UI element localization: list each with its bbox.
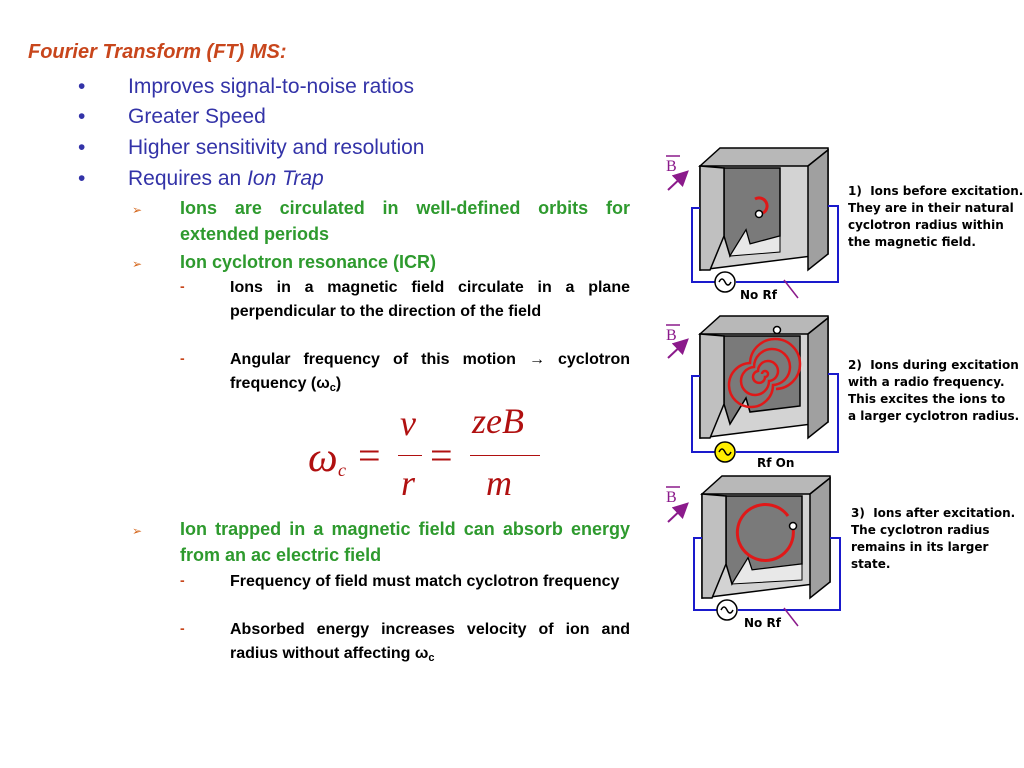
icr-panel-1: B	[666, 147, 839, 299]
equation-omega-sub: c	[338, 460, 346, 480]
omega-subscript: c	[329, 382, 336, 394]
rf-label-2: Rf On	[757, 456, 795, 470]
arrow-bullet-icon: ➢	[132, 203, 143, 217]
equation-numerator-v: v	[400, 403, 416, 443]
panel-caption-3: 3) Ions after excitation. The cyclotron …	[851, 506, 1016, 571]
callout-line	[783, 279, 799, 299]
icr-panel-3: B	[666, 475, 841, 627]
callout-line	[783, 607, 799, 627]
bullet-item: • Greater Speed	[0, 102, 600, 132]
fraction-bar	[398, 455, 422, 456]
equation-numerator-zeb: zeB	[472, 401, 524, 441]
circuit-wire	[691, 207, 718, 283]
dash-bullet-icon: -	[180, 278, 185, 294]
b-field-arrow-icon	[667, 338, 689, 359]
ion	[754, 209, 764, 219]
dash-bullet-icon: -	[180, 620, 185, 636]
bullet-item: • Higher sensitivity and resolution	[0, 133, 600, 163]
bullet-text-plain: Requires an	[128, 167, 248, 190]
circuit-wire	[736, 373, 839, 453]
ion	[772, 325, 782, 335]
omega-symbol: ω	[414, 645, 429, 662]
arrow-bullet-icon: ➢	[132, 524, 143, 538]
panel-caption-1: 1) Ions before excitation. They are in t…	[848, 184, 1024, 249]
bullet-text: Requires an Ion Trap	[128, 164, 324, 194]
circuit-wire	[736, 205, 839, 283]
circuit-wire	[693, 537, 718, 611]
sub-bullet: Ion trapped in a magnetic field can abso…	[180, 519, 630, 565]
bullet-text: Greater Speed	[128, 105, 266, 128]
b-field-label: B	[666, 489, 677, 506]
circuit-wire	[738, 537, 841, 611]
icr-diagram: B B	[666, 147, 841, 627]
spiral-ion-path	[727, 337, 802, 409]
bullet-marker: •	[78, 105, 86, 128]
sub-bullet: Ion cyclotron resonance (ICR)	[180, 252, 437, 272]
slide-title: Fourier Transform (FT) MS:	[28, 41, 287, 63]
equation-equals: =	[430, 433, 453, 478]
bullet-item: • Improves signal-to-noise ratios	[0, 72, 600, 102]
ion-path	[735, 502, 795, 562]
omega-subscript: c	[428, 652, 435, 664]
equation-denominator-r: r	[401, 463, 416, 503]
panel-caption-2: 2) Ions during excitation with a radio f…	[848, 358, 1020, 423]
sub-sub-bullet: Frequency of field must match cyclotron …	[230, 573, 620, 590]
bullet-marker: •	[78, 136, 86, 159]
fraction-bar	[470, 455, 540, 456]
close-paren: )	[335, 375, 342, 392]
icr-panel-2: B	[666, 315, 839, 463]
rf-label-3: No Rf	[744, 616, 781, 630]
sub-sub-bullet-text: Angular frequency of this motion → cyclo…	[230, 351, 630, 392]
bullet-marker: •	[78, 75, 86, 98]
b-field-label: B	[666, 327, 677, 344]
sub-sub-bullet: Ions in a magnetic field circulate in a …	[230, 279, 630, 320]
bullet-text: Higher sensitivity and resolution	[128, 136, 425, 159]
ion-path	[754, 196, 769, 215]
bullet-text: Improves signal-to-noise ratios	[128, 75, 414, 98]
dash-bullet-icon: -	[180, 350, 185, 366]
ion-trap-cell	[700, 475, 831, 600]
arrow-bullet-icon: ➢	[132, 257, 143, 271]
sub-sub-bullet-text: Absorbed energy increases velocity of io…	[230, 621, 630, 662]
bullet-item: • Requires an Ion Trap	[0, 164, 600, 194]
equation-omega: ω	[308, 435, 338, 481]
ion-trap-cell	[698, 147, 829, 272]
rf-label-1: No Rf	[740, 288, 777, 302]
circuit-wire	[691, 375, 716, 453]
bullet-marker: •	[78, 167, 86, 190]
sub-sub-bullet: Angular frequency of this motion → cyclo…	[230, 348, 630, 400]
bullet-text-italic: Ion Trap	[247, 167, 324, 190]
sub-bullet: Ions are circulated in well-defined orbi…	[180, 198, 630, 244]
cyclotron-equation: ω c = v r = zeB m	[300, 400, 560, 510]
equation-denominator-m: m	[486, 463, 512, 503]
b-field-label: B	[666, 158, 677, 175]
b-field-arrow-icon	[667, 170, 689, 191]
dash-bullet-icon: -	[180, 572, 185, 588]
equation-equals: =	[358, 433, 381, 478]
b-field-arrow-icon	[667, 502, 689, 523]
ion	[788, 521, 798, 531]
sub-sub-bullet: Absorbed energy increases velocity of io…	[230, 618, 630, 670]
omega-symbol: ω	[316, 375, 330, 392]
